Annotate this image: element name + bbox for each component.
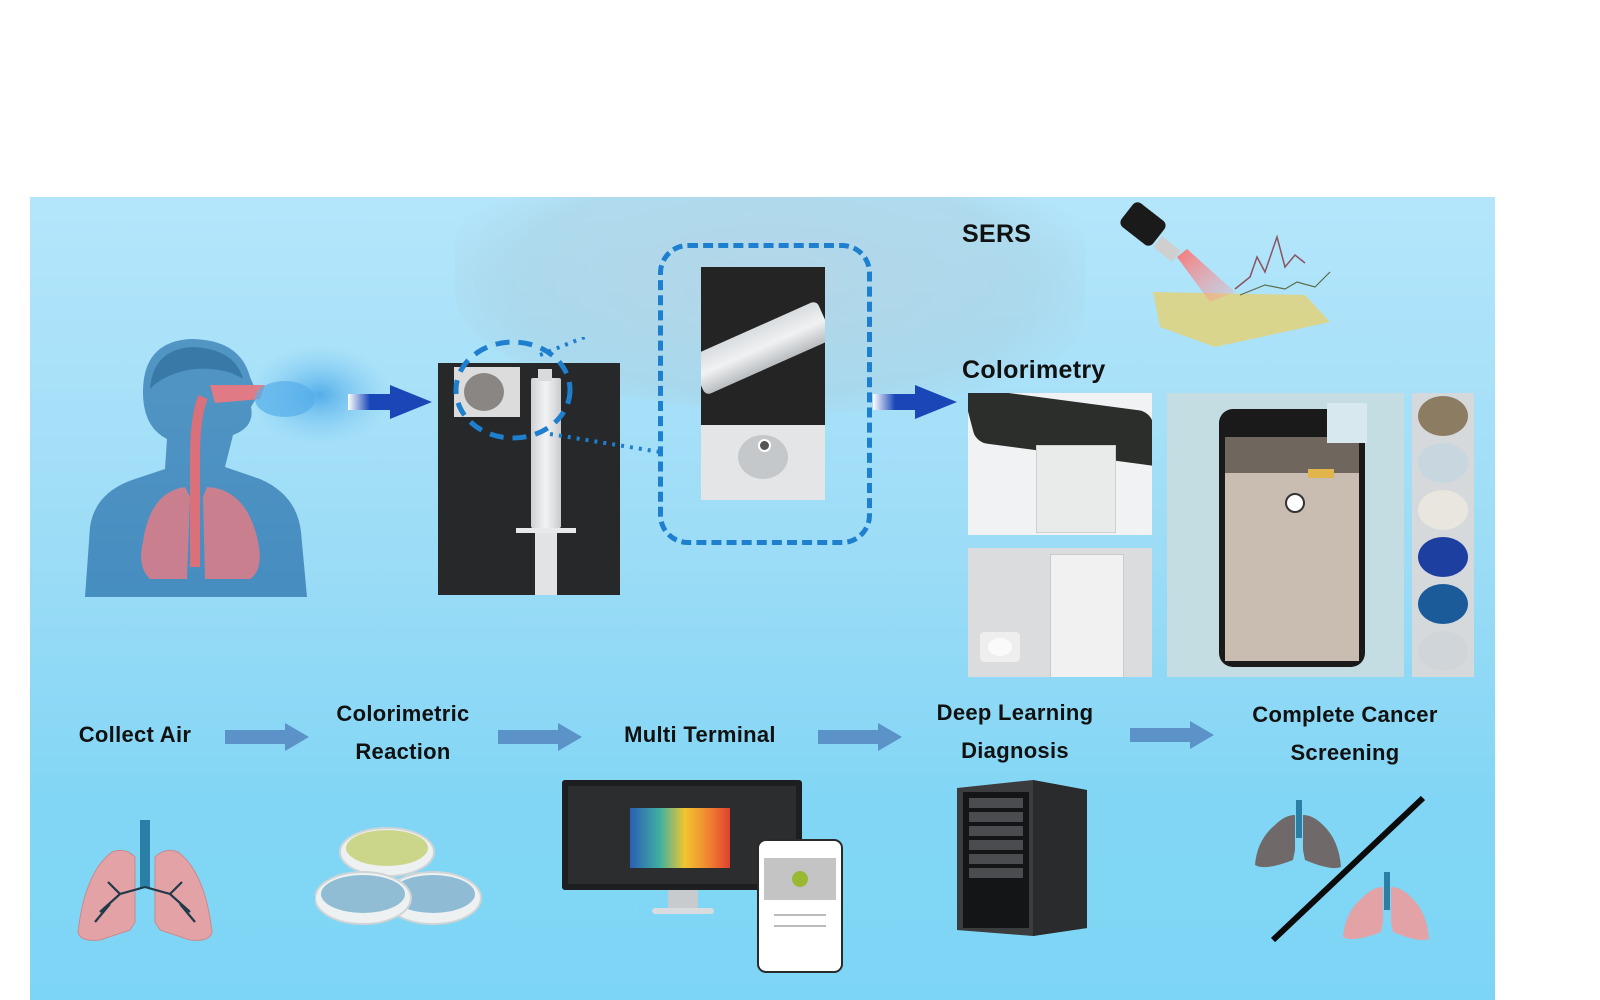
flow-arrow-3	[818, 723, 902, 751]
colorimetric-wells-strip	[1412, 393, 1474, 677]
step-label-line: Deep Learning	[936, 700, 1094, 725]
server-tower-icon	[957, 780, 1087, 936]
step-label-line: Reaction	[355, 739, 451, 764]
syringe-closeup-photo	[701, 267, 825, 425]
smartphone-app-photo	[1167, 393, 1404, 677]
sers-laser-illustration	[1120, 202, 1331, 347]
step-label-multi-terminal: Multi Terminal	[600, 716, 800, 754]
step-label-collect-air: Collect Air	[50, 716, 220, 754]
colorimetry-label: Colorimetry	[962, 356, 1106, 384]
zoom-detail-frame	[658, 243, 872, 545]
step-label-colorimetric-reaction: Colorimetric Reaction	[308, 695, 498, 771]
syringe-photo	[438, 363, 620, 595]
check-icon	[1285, 493, 1305, 513]
step-label-line: Multi Terminal	[624, 722, 776, 747]
step-label-line: Colorimetric	[336, 701, 470, 726]
sers-label: SERS	[962, 220, 1032, 248]
healthy-lungs	[1343, 872, 1429, 941]
flow-arrow-1	[225, 723, 309, 751]
step-label-complete-cancer-screening: Complete Cancer Screening	[1220, 696, 1470, 772]
flow-arrow-4	[1130, 721, 1214, 749]
zoom-callout-lines	[453, 337, 661, 454]
petri-dishes-icon	[315, 827, 482, 925]
diagram-panel: SERS Colorimetry	[30, 197, 1495, 1000]
colorimetry-box-open-photo	[968, 548, 1152, 677]
step-label-line: Diagnosis	[961, 738, 1069, 763]
step-label-line: Collect Air	[78, 722, 192, 747]
diseased-lungs	[1255, 800, 1341, 869]
step-label-deep-learning-diagnosis: Deep Learning Diagnosis	[910, 694, 1120, 770]
breath-cloud	[250, 345, 390, 445]
lungs-icon	[77, 820, 213, 941]
colorimetry-box-with-phone-photo	[968, 393, 1152, 535]
process-arrow-1	[348, 385, 432, 419]
filter-membrane-photo	[701, 425, 825, 500]
monitor-and-phone-icon	[562, 780, 843, 973]
step-label-line: Complete Cancer	[1252, 702, 1438, 727]
step-label-line: Screening	[1290, 740, 1400, 765]
healthy-vs-diseased-lungs-icon	[1255, 795, 1429, 943]
flow-arrow-2	[498, 723, 582, 751]
process-arrow-2	[873, 385, 957, 419]
